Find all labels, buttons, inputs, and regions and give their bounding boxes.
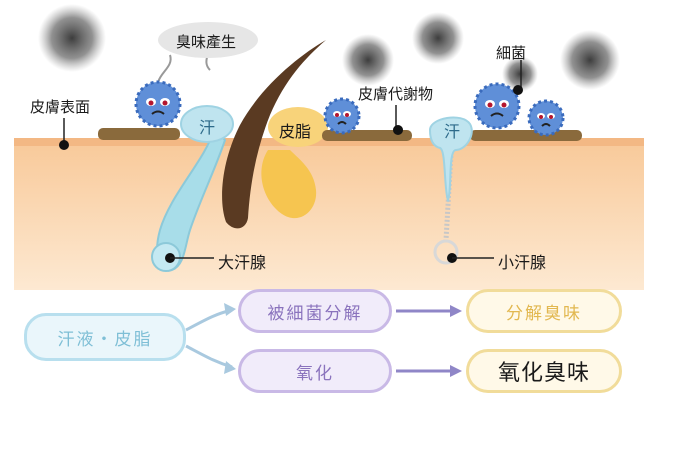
odor-smoke-1 (38, 4, 106, 72)
skin-debris-left (98, 128, 180, 140)
leader-bacteria (513, 60, 523, 95)
sebum-gland (261, 150, 317, 219)
label-skin-surface: 皮膚表面 (30, 98, 91, 116)
flow-source-pill: 汗液・皮脂 (24, 313, 186, 361)
odor-smoke-4 (560, 30, 620, 90)
flow-result-bacteria-pill: 分解臭味 (466, 289, 622, 333)
flow-bacteria-pill: 被細菌分解 (238, 289, 392, 333)
arrowhead-to-oxidation (224, 361, 236, 374)
label-eccrine-gland: 小汗腺 (498, 253, 547, 272)
leader-eccrine (447, 253, 494, 263)
odor-smoke-3 (412, 12, 464, 64)
sweat-bubble-right (428, 116, 473, 203)
skin-layer (14, 140, 644, 290)
arrow-to-bacteria (185, 308, 233, 332)
label-sebum: 皮脂 (279, 122, 312, 141)
bacterium-4 (527, 99, 565, 137)
flow-result-oxidation-pill: 氧化臭味 (466, 349, 622, 393)
label-odor-produced: 臭味產生 (176, 33, 237, 51)
leader-apocrine (165, 253, 214, 263)
odor-smoke-5 (502, 56, 538, 92)
label-sweat-right: 汗 (444, 122, 461, 141)
arrowhead-bacteria-result (450, 305, 462, 317)
odor-smoke-2 (342, 34, 394, 86)
bacterium-2 (323, 97, 361, 135)
leader-skin-surface (59, 118, 69, 150)
bacterium-3 (473, 82, 521, 130)
leader-metabolites (393, 105, 403, 135)
arrowhead-oxidation-result (450, 365, 462, 377)
sebum-bubble (268, 107, 328, 147)
eccrine-gland-bulb (433, 239, 459, 265)
skin-debris-right (470, 130, 582, 141)
label-skin-metabolites: 皮膚代謝物 (358, 85, 434, 103)
arrowhead-to-bacteria (224, 303, 236, 316)
skin-surface-line (14, 138, 644, 146)
flow-oxidation-pill: 氧化 (238, 349, 392, 393)
hair-shaft (222, 40, 326, 229)
label-bacteria: 細菌 (496, 44, 527, 62)
label-sweat-left: 汗 (199, 118, 216, 137)
sweat-bubble-left (180, 105, 234, 143)
odor-bubble (158, 22, 258, 58)
bacterium-1 (134, 80, 182, 128)
label-apocrine-gland: 大汗腺 (218, 253, 267, 272)
arrow-to-oxidation (185, 344, 233, 369)
